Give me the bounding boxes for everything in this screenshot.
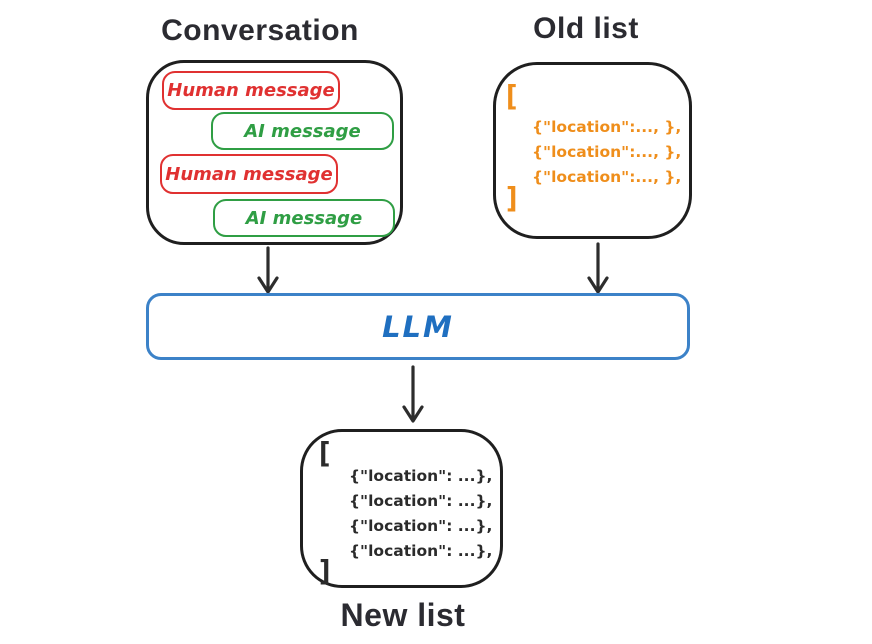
conversation-box: Human message AI message Human message A… <box>146 60 403 245</box>
code-line: {"location":..., }, <box>532 143 682 161</box>
ai-message-label: AI message <box>245 207 363 229</box>
code-line: {"location": ...}, <box>349 492 493 510</box>
human-message-label: Human message <box>167 80 335 101</box>
code-line: {"location":..., }, <box>532 168 682 186</box>
open-bracket: [ <box>319 435 331 470</box>
old-list-code: [ {"location":..., }, {"location":..., }… <box>506 78 681 212</box>
new-list-title: New list <box>340 597 466 633</box>
new-list-box: [ {"location": ...}, {"location": ...}, … <box>300 429 503 588</box>
code-line: {"location": ...}, <box>349 467 493 485</box>
old-list-box: [ {"location":..., }, {"location":..., }… <box>493 62 692 239</box>
arrow-down-icon <box>402 365 424 423</box>
human-message-label: Human message <box>165 163 333 185</box>
ai-message-pill: AI message <box>213 199 395 237</box>
llm-box: LLM <box>146 293 690 360</box>
human-message-pill: Human message <box>160 154 338 194</box>
conversation-title: Conversation <box>161 14 359 47</box>
open-bracket: [ <box>506 78 518 113</box>
arrow-down-icon <box>257 246 279 294</box>
old-list-title: Old list <box>533 12 639 45</box>
code-line: {"location": ...}, <box>349 517 493 535</box>
llm-label: LLM <box>382 309 454 344</box>
close-bracket: ] <box>506 180 518 215</box>
new-list-code: [ {"location": ...}, {"location": ...}, … <box>319 435 492 585</box>
code-line: {"location":..., }, <box>532 118 682 136</box>
code-line: {"location": ...}, <box>349 542 493 560</box>
ai-message-pill: AI message <box>211 112 394 150</box>
ai-message-label: AI message <box>244 120 361 142</box>
close-bracket: ] <box>319 553 331 588</box>
human-message-pill: Human message <box>162 71 340 110</box>
arrow-down-icon <box>587 242 609 294</box>
